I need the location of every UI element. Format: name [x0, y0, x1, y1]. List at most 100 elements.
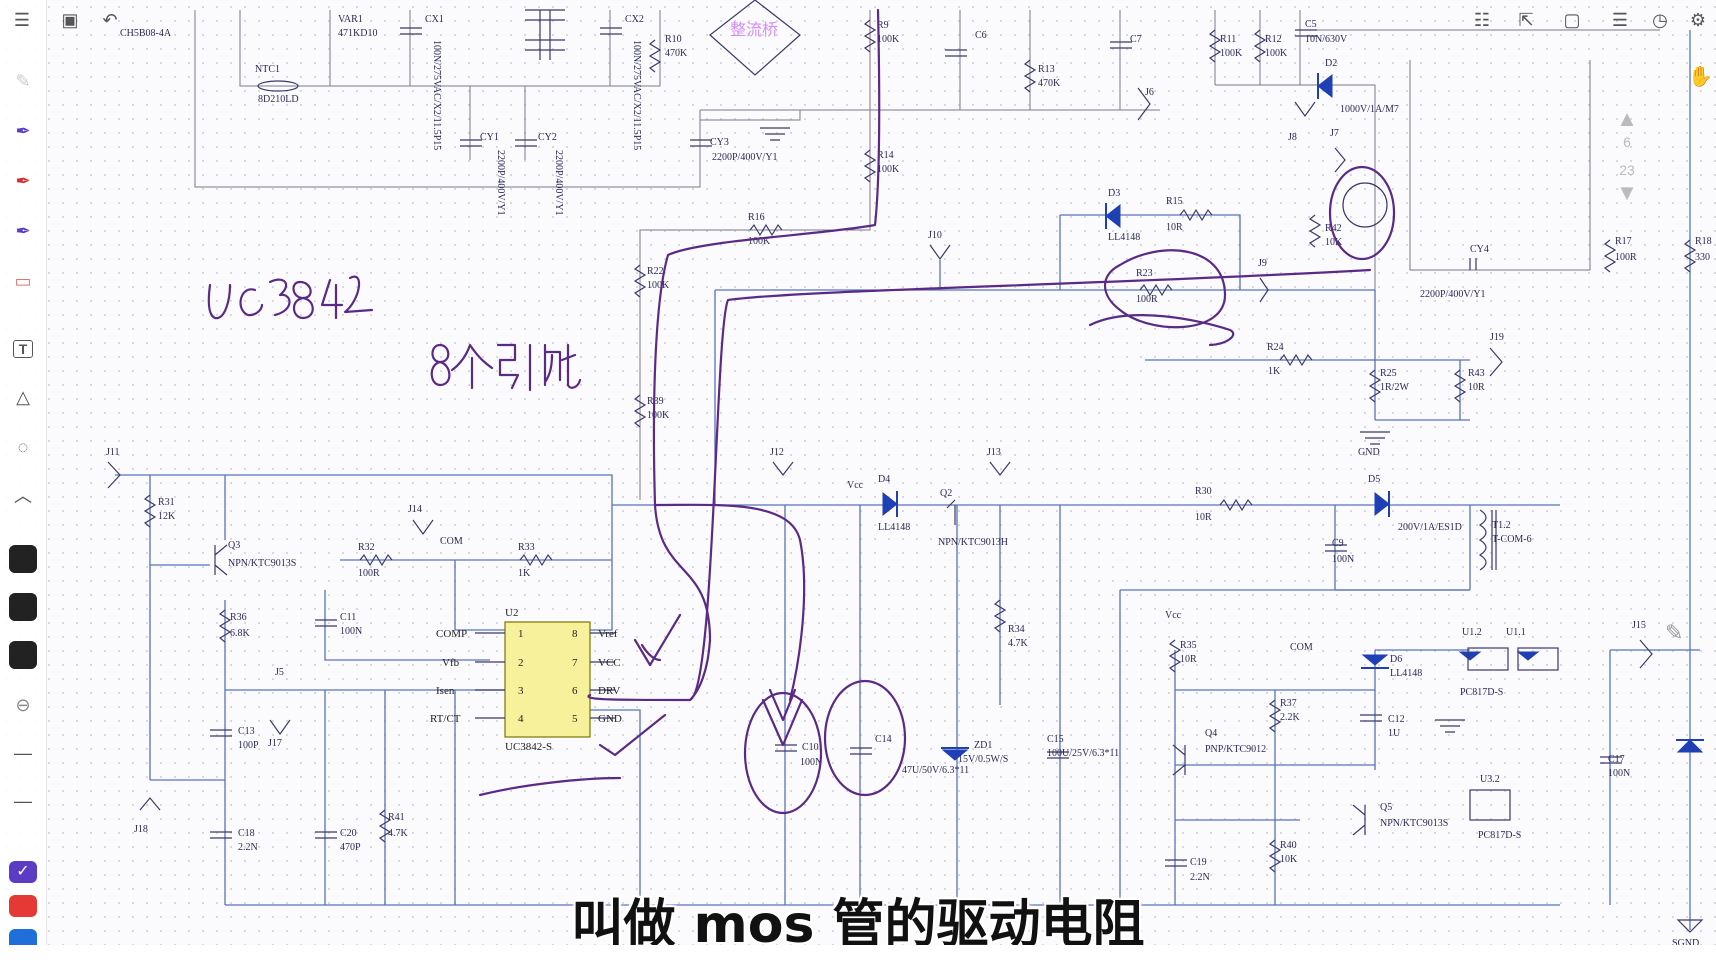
label-c9_val: 100N: [1332, 554, 1354, 565]
label-r9_val: 100K: [877, 34, 900, 45]
chip-ref: U2: [505, 607, 518, 619]
label-cy3_val: 2200P/400V/Y1: [712, 152, 778, 163]
label-r16_val: 100K: [748, 236, 771, 247]
undo-icon[interactable]: ↶: [102, 9, 118, 30]
label-zd1: ZD1: [974, 740, 992, 751]
label-d4: D4: [878, 474, 890, 485]
hand-pan-icon[interactable]: ✋: [1688, 66, 1713, 88]
save-icon[interactable]: ▣: [61, 9, 79, 30]
pen-purple-icon[interactable]: ✒: [15, 120, 31, 141]
page-icon[interactable]: ▢: [1563, 9, 1581, 30]
label-var_val: 471KD10: [338, 28, 377, 39]
label-cy_val-2: 2200P/400V/Y1: [495, 150, 506, 216]
settings-icon[interactable]: ⚙: [1689, 9, 1707, 30]
label-r31_val: 12K: [158, 511, 176, 522]
label-c6: C6: [975, 30, 987, 41]
label-com2: COM: [1290, 642, 1313, 653]
scroll-up-icon[interactable]: ▲: [1616, 106, 1638, 131]
lasso-select-icon[interactable]: ◌: [17, 436, 29, 457]
select-icon[interactable]: ⇱: [1518, 9, 1534, 30]
label-j15: J15: [1632, 620, 1646, 631]
label-r17: R17: [1615, 236, 1632, 247]
label-r24_val: 1K: [1268, 366, 1281, 377]
color-swatch-black-2[interactable]: [9, 593, 37, 621]
chip-pin-num-3: 3: [518, 685, 524, 697]
label-r37_val: 2.2K: [1280, 712, 1301, 723]
label-q2_val: NPN/KTC9013H: [938, 537, 1008, 548]
label-c18: C18: [238, 828, 255, 839]
label-c18_val: 2.2N: [238, 842, 258, 853]
outline-icon[interactable]: ☰: [1611, 9, 1629, 30]
label-r36: R36: [230, 612, 247, 623]
chip-pin-num-7: 7: [572, 657, 578, 669]
label-zd1_val: 15V/0.5W/S: [958, 754, 1008, 765]
thickness-thin-icon[interactable]: —: [14, 742, 32, 763]
pencil-icon[interactable]: ✎: [1665, 620, 1684, 645]
chip-pin-num-2: 2: [518, 657, 524, 669]
label-c11_val: 100N: [340, 626, 362, 637]
label-r13_val: 470K: [1038, 78, 1061, 89]
label-t12_val: T-COM-6: [1492, 534, 1532, 545]
label-d6: D6: [1390, 654, 1402, 665]
list-icon[interactable]: ☷: [1473, 9, 1491, 30]
eraser-icon[interactable]: ▭: [14, 270, 32, 291]
menu-icon[interactable]: ☰: [13, 9, 31, 30]
text-tool-icon[interactable]: T: [8, 334, 38, 364]
label-q3: Q3: [228, 540, 240, 551]
label-c19_val: 2.2N: [1190, 872, 1210, 883]
label-q2: Q2: [940, 488, 952, 499]
chip-pin-name-left-2: Vfb: [442, 657, 460, 669]
label-r11: R11: [1220, 34, 1236, 45]
thickness-circle-icon[interactable]: ⊖: [15, 694, 31, 715]
label-j11: J11: [106, 447, 120, 458]
label-d2: D2: [1325, 58, 1337, 69]
label-c10: C10: [802, 742, 819, 753]
label-cx2: CX2: [625, 14, 644, 25]
shapes-icon[interactable]: △: [16, 386, 30, 407]
color-swatch-black[interactable]: [9, 545, 37, 573]
label-c17_val: 100N: [1608, 768, 1630, 779]
label-r15_val: 10R: [1166, 222, 1183, 233]
label-cx1: CX1: [425, 14, 444, 25]
pen-red-icon[interactable]: ✒: [15, 170, 31, 191]
label-cy1: CY1: [480, 132, 499, 143]
label-rect: 整流桥: [730, 20, 778, 39]
label-j9: J9: [1258, 258, 1267, 269]
chip-pin-name-left-1: COMP: [436, 628, 467, 640]
chip-pin-num-1: 1: [518, 628, 524, 640]
label-cy4_val: 2200P/400V/Y1: [1420, 289, 1486, 300]
label-r15: R15: [1166, 196, 1183, 207]
label-r39_val: 100K: [647, 410, 670, 421]
top-toolbar-left: ☰ ▣ ↶: [0, 0, 200, 40]
label-r43_val: 10R: [1468, 382, 1485, 393]
label-r35_val: 10R: [1180, 654, 1197, 665]
page-counter[interactable]: ▲ 6 23 ▼: [1612, 106, 1642, 205]
chip-pin-num-8: 8: [572, 628, 578, 640]
scroll-down-icon[interactable]: ▼: [1616, 180, 1638, 205]
pen-gray-icon[interactable]: ✎: [15, 70, 31, 91]
color-swatch-black-3[interactable]: [9, 641, 37, 669]
label-var: VAR1: [338, 14, 363, 25]
label-ch: CH5B08-4A: [120, 28, 172, 39]
chip-pin-name-right-6: DRV: [598, 685, 620, 697]
label-j18: J18: [134, 824, 148, 835]
components: [107, 0, 1704, 933]
label-j14: J14: [408, 504, 422, 515]
bottom-strip: [0, 945, 1716, 965]
clock-icon[interactable]: ◷: [1652, 9, 1668, 30]
chip-pin-name-right-8: Vref: [598, 628, 618, 640]
chip-pin-name-left-3: Isen: [436, 685, 455, 697]
thickness-line-icon[interactable]: —: [14, 790, 32, 811]
chevron-up-icon[interactable]: ︿: [14, 486, 32, 506]
label-d4_val: LL4148: [878, 522, 910, 533]
color-swatch-red[interactable]: [9, 895, 37, 917]
chip-pin-num-6: 6: [572, 685, 578, 697]
label-c5: C5: [1305, 19, 1317, 30]
label-vcc2: Vcc: [1165, 610, 1182, 621]
label-r30: R30: [1195, 486, 1212, 497]
highlighter-icon[interactable]: ✒: [15, 220, 31, 241]
color-swatch-purple-selected[interactable]: ✓: [9, 861, 37, 883]
label-cy3: CY3: [710, 137, 729, 148]
label-ntc_val: 8D210LD: [258, 94, 299, 105]
